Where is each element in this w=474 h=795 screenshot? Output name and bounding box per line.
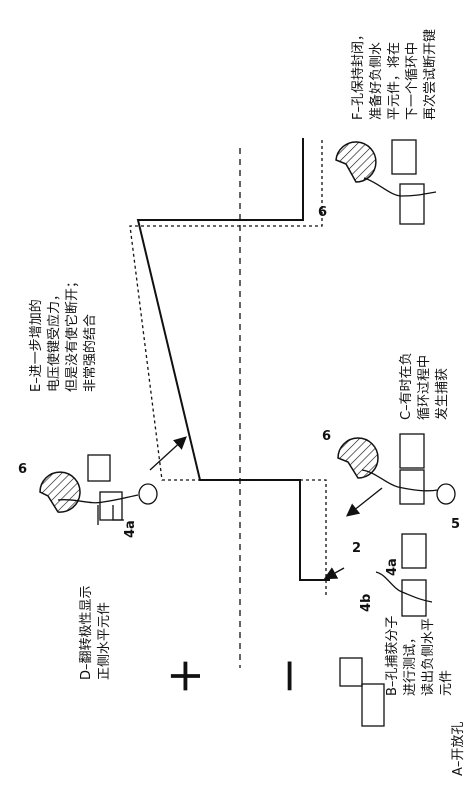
membrane-block <box>401 579 427 617</box>
svg-text:下一个循环中: 下一个循环中 <box>405 42 420 120</box>
enzyme-pacman <box>337 437 379 479</box>
membrane-block <box>361 683 385 727</box>
label-a: A–开放孔 <box>451 722 466 776</box>
membrane-block <box>401 533 427 569</box>
ref-4b: 4b <box>359 594 374 612</box>
dna-strand <box>361 469 439 492</box>
voltage-trace <box>129 138 330 668</box>
svg-text:平元件，将在: 平元件，将在 <box>387 42 402 120</box>
pore-f-illustration: 6 <box>318 139 437 225</box>
svg-text:准备好负侧水: 准备好负侧水 <box>368 42 384 120</box>
svg-text:非常强的结合: 非常强的结合 <box>82 314 98 392</box>
polarity-signs: + − <box>157 657 315 696</box>
arrows <box>149 436 383 580</box>
membrane-block <box>339 657 363 687</box>
ref-4a-b: 4a <box>385 558 400 576</box>
ref-4a: 4a <box>123 520 138 538</box>
label-e: E–进一步增加的 电压使键受应力， 但是没有使它断开； 非常强的结合 <box>28 275 98 392</box>
membrane-block <box>399 469 425 505</box>
pore-c-illustration: 6 5 <box>322 429 460 532</box>
svg-text:但是没有使它断开；: 但是没有使它断开； <box>64 275 80 392</box>
svg-text:D–翻转极性显示: D–翻转极性显示 <box>79 585 94 680</box>
svg-text:进行测试，: 进行测试， <box>403 631 418 696</box>
minus-sign: − <box>261 657 315 696</box>
pore-d-illustration: 6 4a <box>18 454 158 538</box>
svg-text:读出负侧水平: 读出负侧水平 <box>421 618 436 696</box>
svg-text:A–开放孔: A–开放孔 <box>451 722 466 776</box>
bead <box>436 483 456 505</box>
svg-text:循环过程中: 循环过程中 <box>417 355 432 420</box>
plus-sign: + <box>157 657 211 696</box>
ref-pore-f: 6 <box>318 205 327 220</box>
membrane-block <box>99 491 123 521</box>
membrane-block <box>399 433 425 469</box>
membrane-block <box>391 139 417 175</box>
enzyme-pacman <box>39 471 81 513</box>
pore-channel <box>97 505 124 525</box>
current-envelope <box>129 140 327 595</box>
svg-text:E–进一步增加的: E–进一步增加的 <box>28 299 44 392</box>
svg-text:元件: 元件 <box>439 670 454 696</box>
dna-strand <box>363 177 437 197</box>
svg-text:正侧水平元件: 正侧水平元件 <box>97 602 112 680</box>
dna-strand <box>375 571 433 603</box>
bead <box>138 483 158 505</box>
ref-2: 2 <box>352 541 361 556</box>
ref-pore-c: 6 <box>322 429 331 444</box>
enzyme-pacman <box>335 141 377 183</box>
pore-b-illustration: 2 4a 4b <box>352 533 433 617</box>
ref-pore: 6 <box>18 462 27 477</box>
label-f: F–孔保持封闭， 准备好负侧水 平元件，将在 下一个循环中 再次尝试断开键 <box>351 28 438 120</box>
arrow-b-to-trace <box>323 567 345 580</box>
membrane-block <box>399 183 425 225</box>
svg-text:电压使键受应力，: 电压使键受应力， <box>46 288 62 392</box>
ref-5: 5 <box>451 517 460 532</box>
svg-text:B–孔捕获分子: B–孔捕获分子 <box>384 616 400 696</box>
svg-text:F–孔保持封闭，: F–孔保持封闭， <box>351 28 366 120</box>
dna-strand <box>57 494 139 504</box>
svg-text:C–有时在负: C–有时在负 <box>399 352 414 420</box>
membrane-block <box>87 454 111 482</box>
svg-text:再次尝试断开键: 再次尝试断开键 <box>422 29 438 120</box>
voltage-waveform <box>136 140 330 581</box>
label-b: B–孔捕获分子 进行测试， 读出负侧水平 元件 <box>384 616 454 696</box>
arrow-c-to-trace <box>345 487 383 517</box>
svg-text:发生捕获: 发生捕获 <box>434 368 450 420</box>
arrow-d-to-e <box>149 436 187 471</box>
label-d: D–翻转极性显示 正侧水平元件 <box>79 585 112 680</box>
label-c: C–有时在负 循环过程中 发生捕获 <box>399 352 450 420</box>
pore-a-illustration <box>339 657 385 727</box>
